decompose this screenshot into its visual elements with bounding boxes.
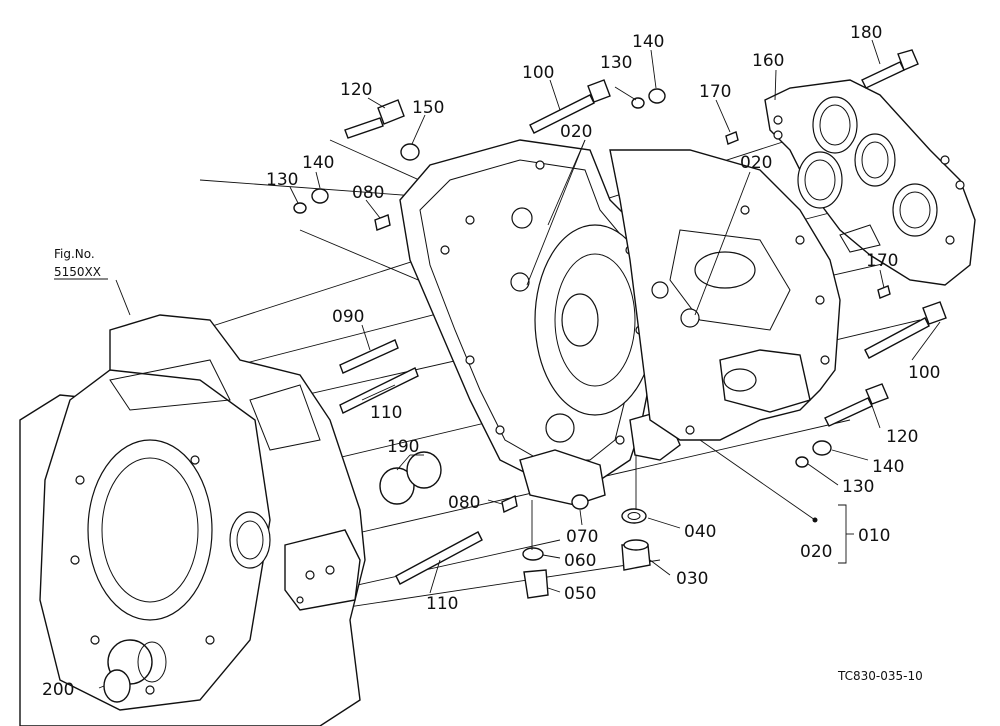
callout-050: 050 xyxy=(564,584,596,604)
callout-060: 060 xyxy=(564,551,596,571)
callout-070: 070 xyxy=(566,527,598,547)
callout-020-a: 020 xyxy=(560,122,592,142)
figure-reference: Fig.No. 5150XX xyxy=(54,247,108,280)
callout-040: 040 xyxy=(684,522,716,542)
leader-lines xyxy=(98,39,941,689)
callout-120-top: 120 xyxy=(340,80,372,100)
callout-130-left: 130 xyxy=(266,170,298,190)
callout-020-group: 020 xyxy=(800,542,832,562)
callout-labels: 120 100 130 140 180 160 170 150 020 020 … xyxy=(42,23,940,700)
callout-170-mid: 170 xyxy=(866,251,898,271)
figure-reference-line1: Fig.No. xyxy=(54,247,95,261)
fasteners xyxy=(103,49,947,703)
callout-100-top: 100 xyxy=(522,63,554,83)
callout-030: 030 xyxy=(676,569,708,589)
figure-reference-line2: 5150XX xyxy=(54,265,101,279)
callout-080-bottom: 080 xyxy=(448,493,480,513)
callout-170-top: 170 xyxy=(699,82,731,102)
assembly-group-bracket xyxy=(812,504,854,564)
gear-case xyxy=(609,149,841,441)
callout-090: 090 xyxy=(332,307,364,327)
callout-100-right: 100 xyxy=(908,363,940,383)
callout-190: 190 xyxy=(387,437,419,457)
callout-130-top: 130 xyxy=(600,53,632,73)
bearing-plate xyxy=(764,79,976,286)
callout-020-b: 020 xyxy=(740,153,772,173)
rear-transmission-case xyxy=(19,314,366,726)
callout-160: 160 xyxy=(752,51,784,71)
callout-130-right: 130 xyxy=(842,477,874,497)
callout-180: 180 xyxy=(850,23,882,43)
callout-150: 150 xyxy=(412,98,444,118)
drawing-code: TC830-035-10 xyxy=(837,669,923,683)
callout-080-top: 080 xyxy=(352,183,384,203)
callout-140-right: 140 xyxy=(872,457,904,477)
callout-110-bottom: 110 xyxy=(426,594,458,614)
callout-140-top: 140 xyxy=(632,32,664,52)
callout-010: 010 xyxy=(858,526,890,546)
callout-200: 200 xyxy=(42,680,74,700)
callout-140-left: 140 xyxy=(302,153,334,173)
callout-110-mid: 110 xyxy=(370,403,402,423)
clutch-housing xyxy=(399,139,681,506)
callout-120-right: 120 xyxy=(886,427,918,447)
